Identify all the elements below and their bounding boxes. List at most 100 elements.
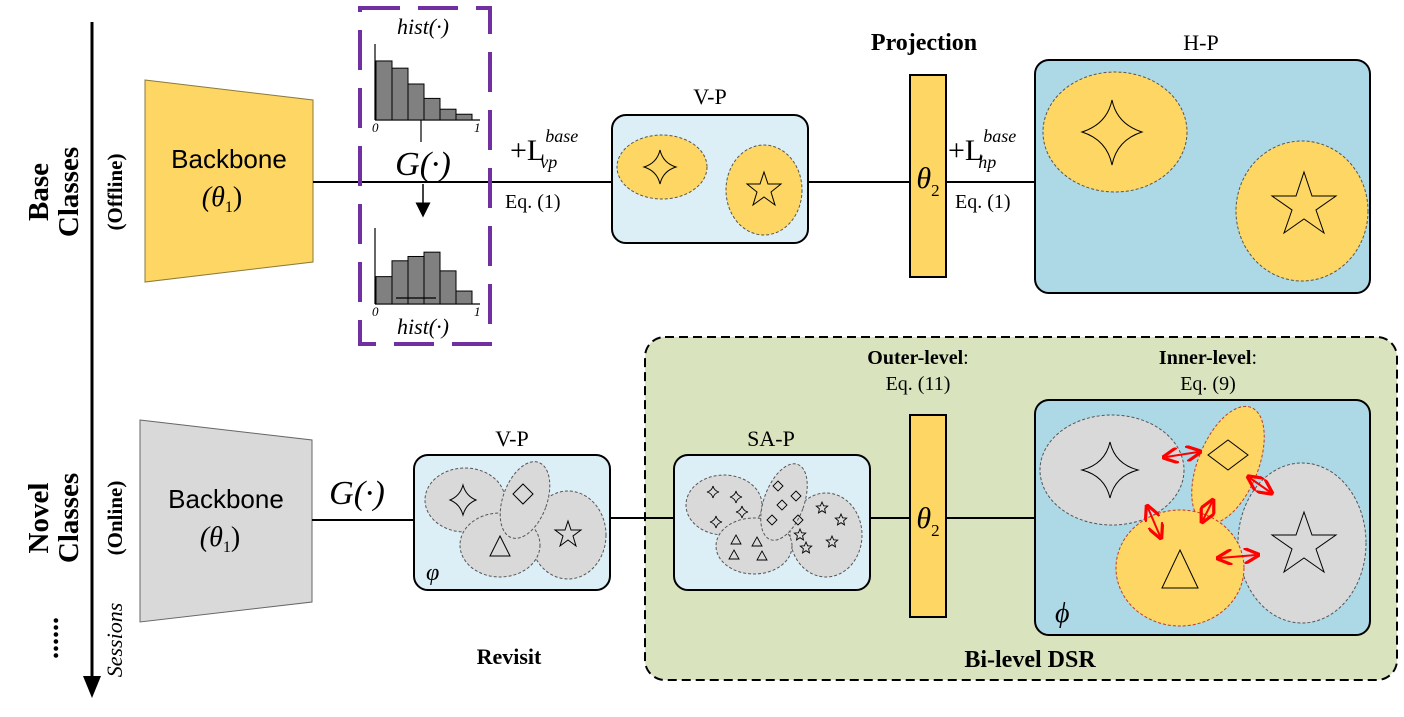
base-subtitle: Classes — [53, 147, 85, 237]
vp-top-title: V-P — [693, 84, 726, 109]
dsr-cluster-triangle — [1115, 509, 1245, 627]
vp-top-cluster-star4 — [616, 134, 708, 200]
base-title: Base — [23, 163, 55, 221]
triangle-icon — [751, 536, 763, 547]
bilevel-dsr-label: Bi-level DSR — [964, 647, 1096, 673]
five-point-star-icon — [834, 512, 848, 526]
diamond-icon — [512, 483, 534, 505]
hist-top-axis-zero: 0 — [372, 120, 379, 135]
svg-text:......: ...... — [34, 617, 65, 659]
hist-top-bar — [375, 60, 393, 121]
base-mode: (Offline) — [103, 154, 127, 231]
five-point-star-icon — [1270, 510, 1338, 574]
hist-bottom-bar — [407, 255, 425, 305]
hist-bottom-axis-one: 1 — [474, 304, 481, 319]
backbone-top-block — [144, 79, 314, 283]
hist-bottom-bar — [439, 270, 457, 305]
hist-top-bar — [439, 108, 457, 121]
hist-top-plot: 0 1 — [372, 44, 481, 142]
backbone-top-label: Backbone — [171, 144, 287, 174]
theta2-top: θ2 — [916, 162, 939, 200]
theta2-bottom: θ2 — [916, 502, 939, 540]
diamond-icon — [792, 514, 804, 526]
hist-top-bar — [391, 67, 409, 121]
four-point-star-icon — [1080, 99, 1144, 166]
triangle-icon — [730, 534, 742, 545]
inner-level-title: Inner-level: — [1159, 347, 1257, 369]
four-point-star-icon — [642, 149, 678, 185]
novel-title: Novel — [23, 483, 55, 554]
backbone-bottom-label: Backbone — [168, 484, 284, 514]
novel-subtitle: Classes — [53, 473, 85, 563]
sessions-arrow-head — [83, 676, 101, 698]
four-point-star-icon — [1080, 441, 1140, 499]
diamond-icon — [766, 514, 778, 526]
four-point-star-icon — [729, 490, 743, 504]
outer-level-eq: Eq. (11) — [886, 373, 951, 395]
hp-cluster-star4 — [1042, 71, 1188, 193]
triangle-icon — [1161, 548, 1199, 589]
ellipsis-label: ...... — [34, 617, 65, 659]
diamond-icon — [772, 480, 784, 492]
hist-top-bar — [407, 83, 425, 121]
triangle-icon — [756, 550, 768, 561]
histogram-module-frame — [358, 6, 492, 346]
revisit-label: Revisit — [477, 644, 542, 669]
hist-bottom-label: hist(·) — [397, 314, 449, 339]
five-point-star-icon — [825, 534, 839, 548]
five-point-star-icon — [815, 500, 829, 514]
eq-hp: Eq. (1) — [955, 191, 1011, 213]
four-point-star-icon — [706, 485, 720, 499]
dsr-cluster-star4 — [1039, 414, 1185, 526]
vp-top-cluster-star5 — [725, 144, 803, 236]
outer-theta2-block — [909, 414, 947, 618]
g-function-bottom: G(·) — [329, 475, 385, 512]
vp-bottom-title: V-P — [495, 426, 528, 451]
four-point-star-icon — [709, 515, 723, 529]
four-point-star-icon — [735, 505, 749, 519]
five-point-star-icon — [793, 527, 807, 541]
hp-title: H-P — [1183, 30, 1218, 55]
dsr-cluster-star5 — [1237, 462, 1367, 624]
sessions-label: Sessions — [102, 603, 127, 678]
backbone-bottom-param: (θ1) — [200, 522, 240, 556]
sap-sample-marks — [706, 480, 848, 561]
backbone-top-param: (θ1) — [202, 182, 242, 216]
five-point-star-icon — [1270, 170, 1338, 235]
five-point-star-icon — [799, 540, 813, 554]
inner-level-eq: Eq. (9) — [1180, 373, 1236, 395]
g-function-top: G(·) — [395, 146, 451, 183]
hist-top-axis-one: 1 — [474, 120, 481, 135]
inner-level-red-arrows — [1148, 452, 1270, 558]
novel-classes-label: Novel Classes (Online) — [23, 473, 127, 563]
hist-bottom-bar — [423, 251, 441, 305]
novel-mode: (Online) — [103, 481, 127, 556]
diamond-icon — [1207, 439, 1249, 471]
backbone-bottom-block — [139, 419, 313, 623]
base-classes-label: Base Classes (Offline) — [23, 147, 127, 237]
hist-bottom-axis-zero: 0 — [372, 304, 379, 319]
phi-big: ϕ — [1055, 598, 1070, 629]
outer-level-title: Outer-level: — [867, 347, 968, 369]
five-point-star-icon — [553, 519, 583, 548]
diamond-icon — [776, 499, 788, 511]
hist-bottom-bar — [455, 290, 473, 305]
hist-bottom-bar — [375, 276, 393, 305]
projection-theta2-block — [909, 74, 947, 278]
eq-vp: Eq. (1) — [505, 191, 561, 213]
triangle-icon — [489, 534, 511, 557]
svg-text:Sessions: Sessions — [102, 603, 127, 678]
hist-top-label: hist(·) — [397, 14, 449, 39]
hp-cluster-star5 — [1235, 140, 1369, 282]
hist-bottom-plot: 0 1 — [372, 228, 481, 319]
projection-title: Projection — [871, 30, 977, 56]
five-point-star-icon — [745, 170, 783, 207]
phi-small: φ — [426, 560, 439, 586]
triangle-icon — [728, 549, 740, 560]
diamond-icon — [790, 490, 802, 502]
four-point-star-icon — [448, 483, 478, 517]
hist-top-bar — [455, 113, 473, 121]
